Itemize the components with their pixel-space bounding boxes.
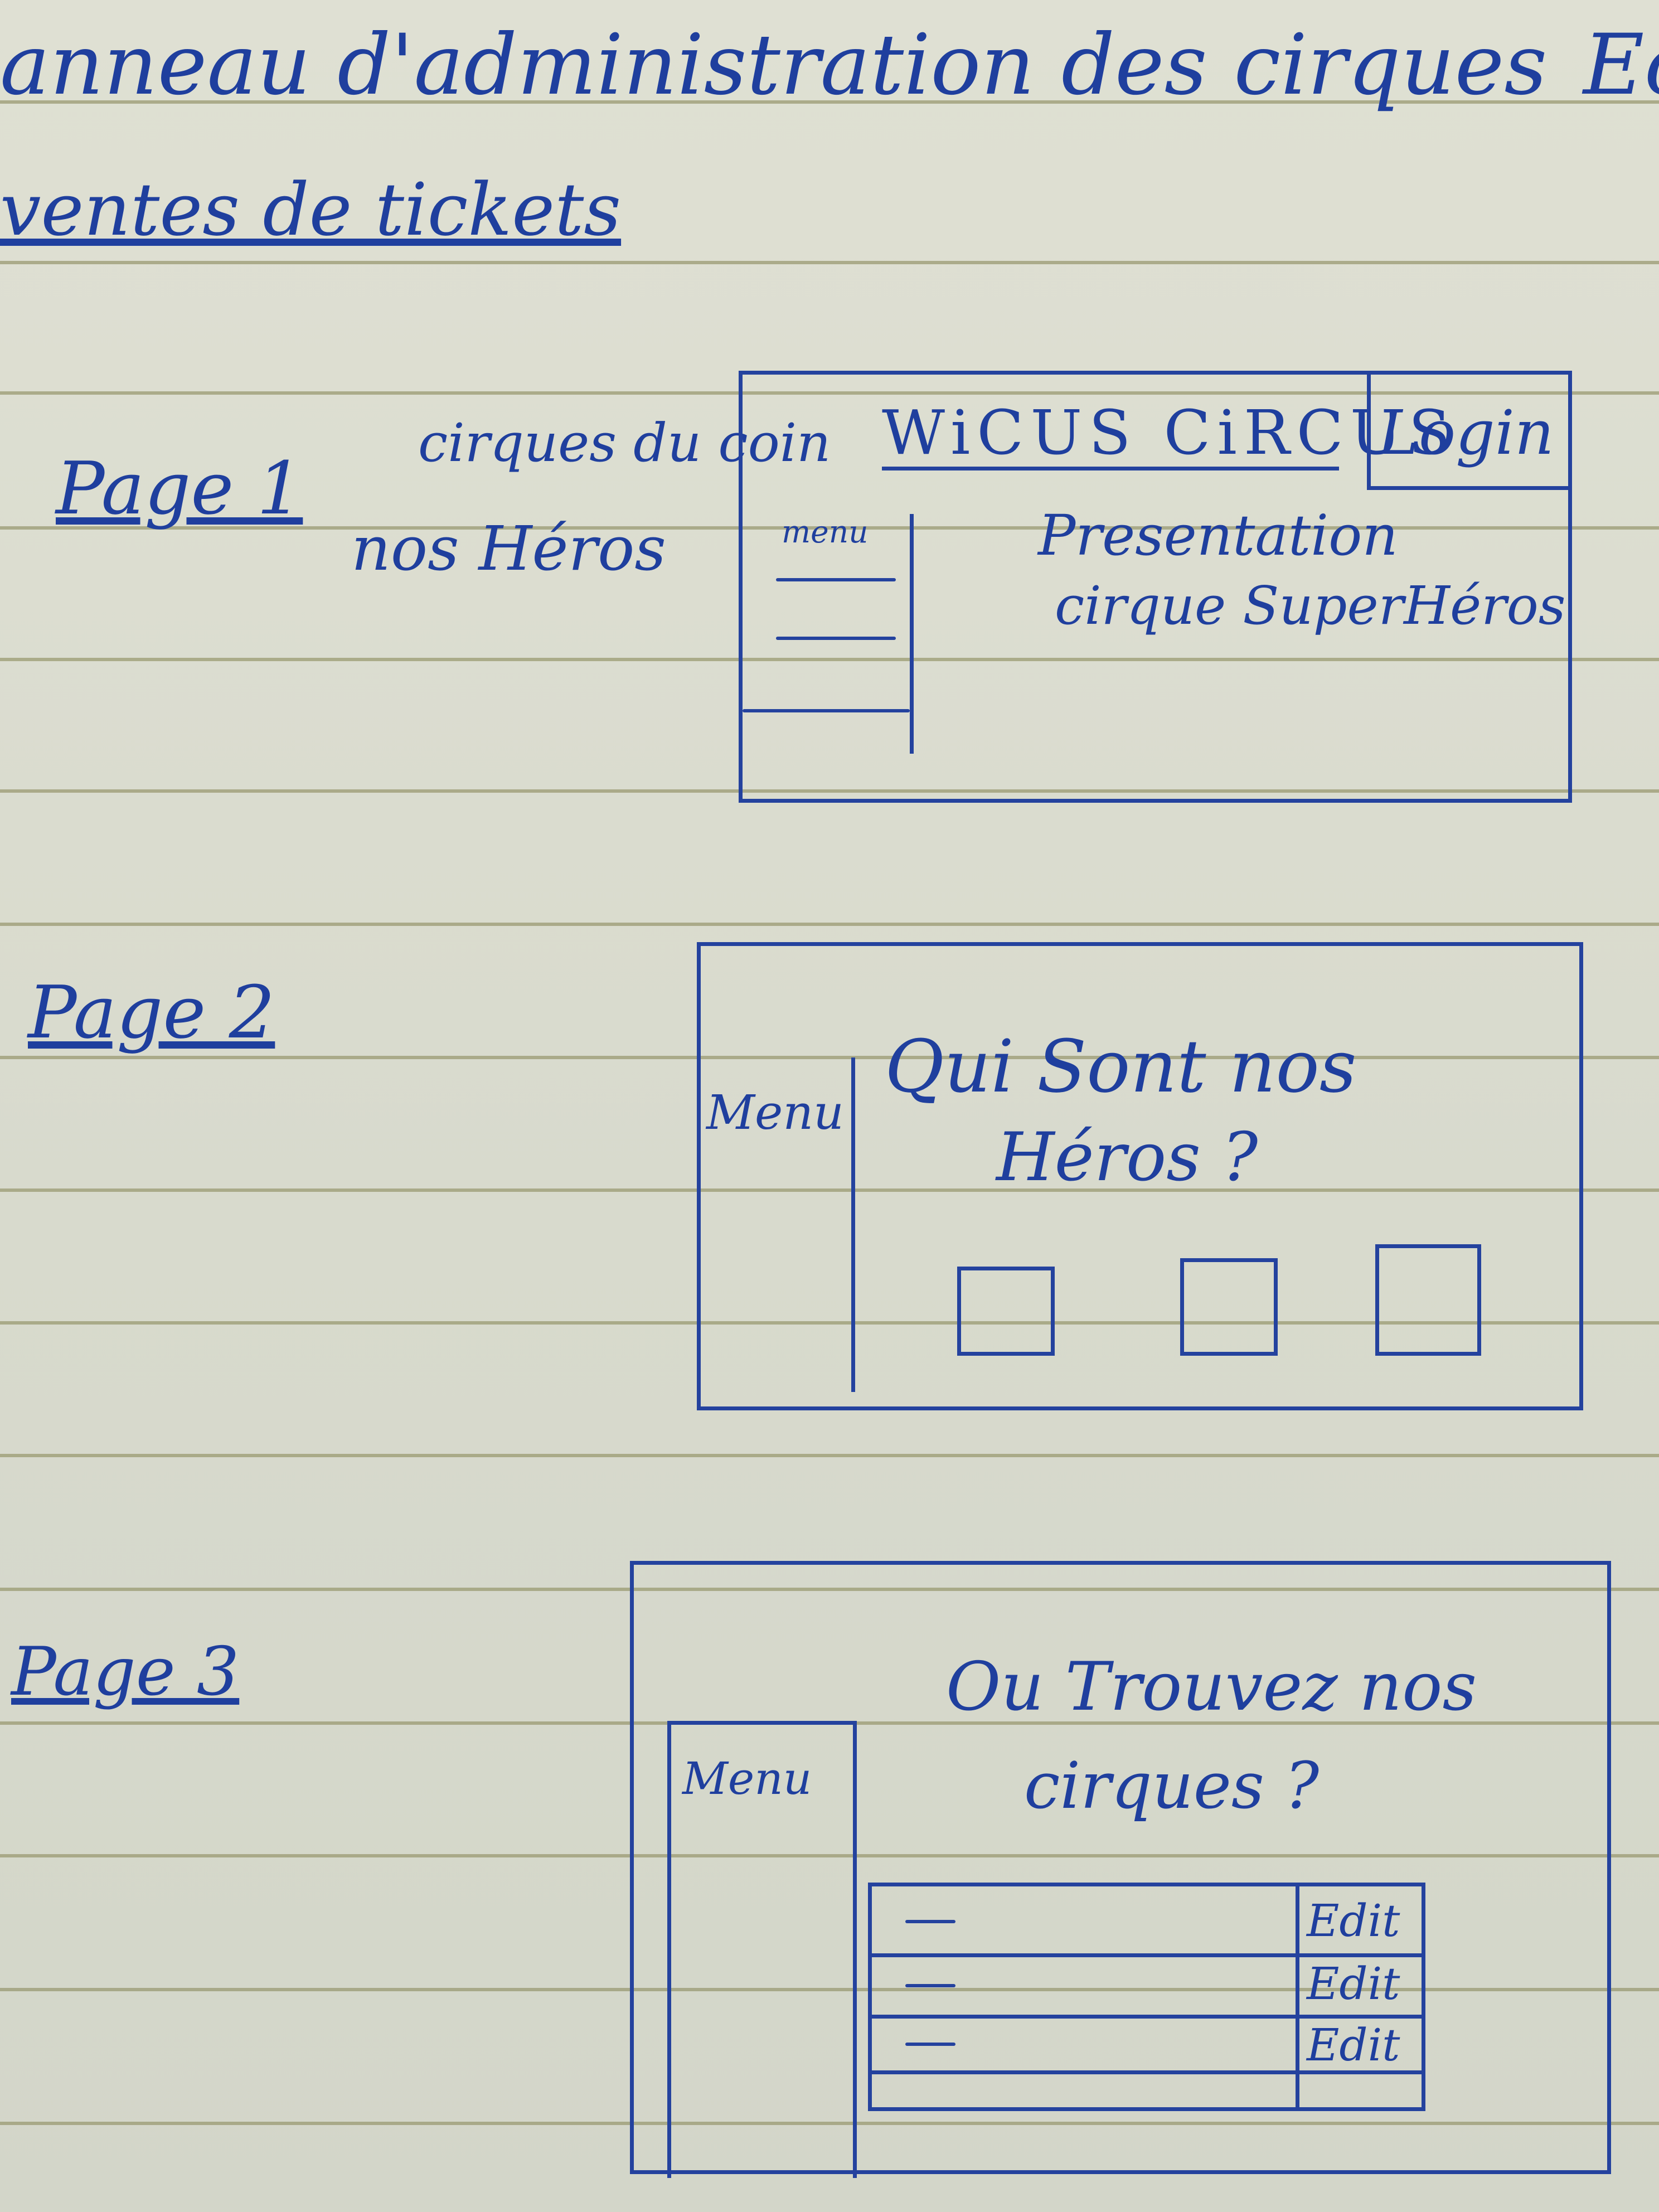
page3-label: Page 3: [11, 1633, 240, 1711]
page1-login-button[interactable]: Login: [1378, 397, 1554, 468]
circus-table: Edit Edit Edit: [868, 1883, 1425, 2111]
page2-menu[interactable]: Menu: [706, 1085, 844, 1141]
edit-button[interactable]: Edit: [1307, 2019, 1400, 2071]
hero-card-3[interactable]: [1375, 1244, 1481, 1356]
page1-frame: WiCUS CiRCUS Login menu Presentation cir…: [739, 371, 1572, 803]
page2-frame: Menu Qui Sont nos Héros ?: [697, 942, 1583, 1410]
table-row: [905, 1920, 955, 1923]
sheet-title: anneau d'administration des cirques: [0, 17, 1548, 114]
table-row: [905, 2043, 955, 2046]
page3-menu[interactable]: Menu: [682, 1753, 812, 1804]
page3-menu-panel: Menu: [667, 1721, 857, 2178]
page2-title-line2: Héros ?: [996, 1119, 1258, 1196]
page1-label: Page 1: [56, 446, 303, 531]
table-row: [905, 1984, 955, 1987]
page3-title-line2: cirques ?: [1024, 1749, 1320, 1823]
sheet-title-suffix: Ec: [1583, 17, 1659, 114]
edit-button[interactable]: Edit: [1307, 1895, 1400, 1947]
page1-content-line2: cirque SuperHéros: [1055, 575, 1566, 637]
page2-label: Page 2: [28, 970, 275, 1055]
hero-card-1[interactable]: [957, 1267, 1055, 1356]
edit-button[interactable]: Edit: [1307, 1958, 1400, 2010]
page2-title-line1: Qui Sont nos: [885, 1024, 1357, 1109]
page1-note-heros: nos Héros: [351, 513, 666, 584]
page1-note-cirques: cirques du coin: [418, 413, 831, 474]
page1-brand: WiCUS CiRCUS: [882, 397, 1457, 468]
page1-menu[interactable]: menu: [782, 514, 869, 550]
page1-content-line1: Presentation: [1038, 503, 1398, 568]
hero-card-2[interactable]: [1180, 1258, 1278, 1356]
page3-title-line1: Ou Trouvez nos: [946, 1648, 1477, 1726]
sheet-subtitle: ventes de tickets: [0, 167, 622, 252]
page3-frame: Menu Ou Trouvez nos cirques ? Edit Edit …: [630, 1561, 1611, 2178]
